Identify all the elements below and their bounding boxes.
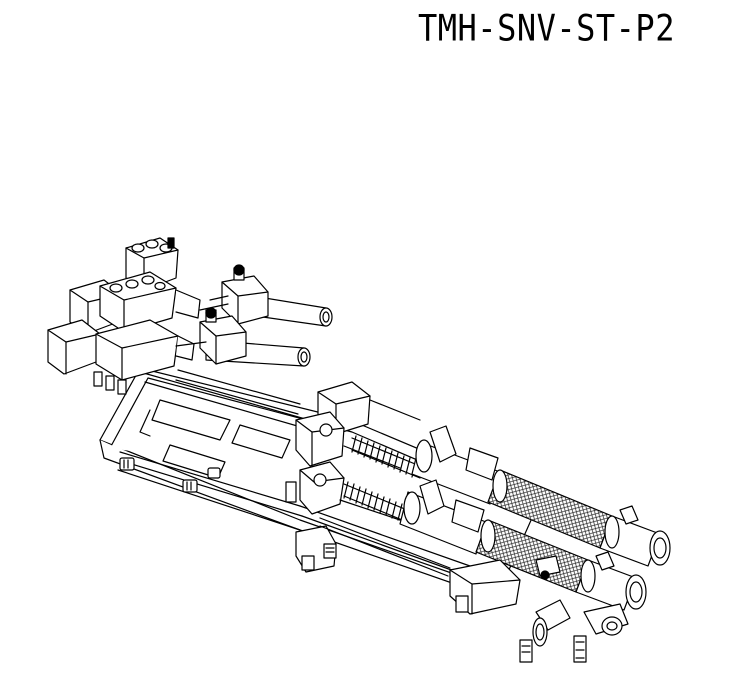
clamp-bar-lower	[176, 308, 310, 366]
cylinder-lower	[400, 480, 646, 610]
tie-rods	[176, 370, 450, 576]
valve-cluster	[48, 238, 200, 394]
spring-lower	[344, 482, 412, 524]
spring-upper	[352, 436, 420, 478]
drawing-title: TMH-SNV-ST-P2	[418, 6, 675, 50]
carriage-block	[286, 382, 370, 514]
base-feet	[120, 458, 220, 492]
cylinder-upper	[412, 426, 670, 566]
clamp-bar-upper	[200, 265, 332, 326]
bottom-fittings	[296, 526, 628, 662]
bottom-bracket	[450, 556, 560, 614]
